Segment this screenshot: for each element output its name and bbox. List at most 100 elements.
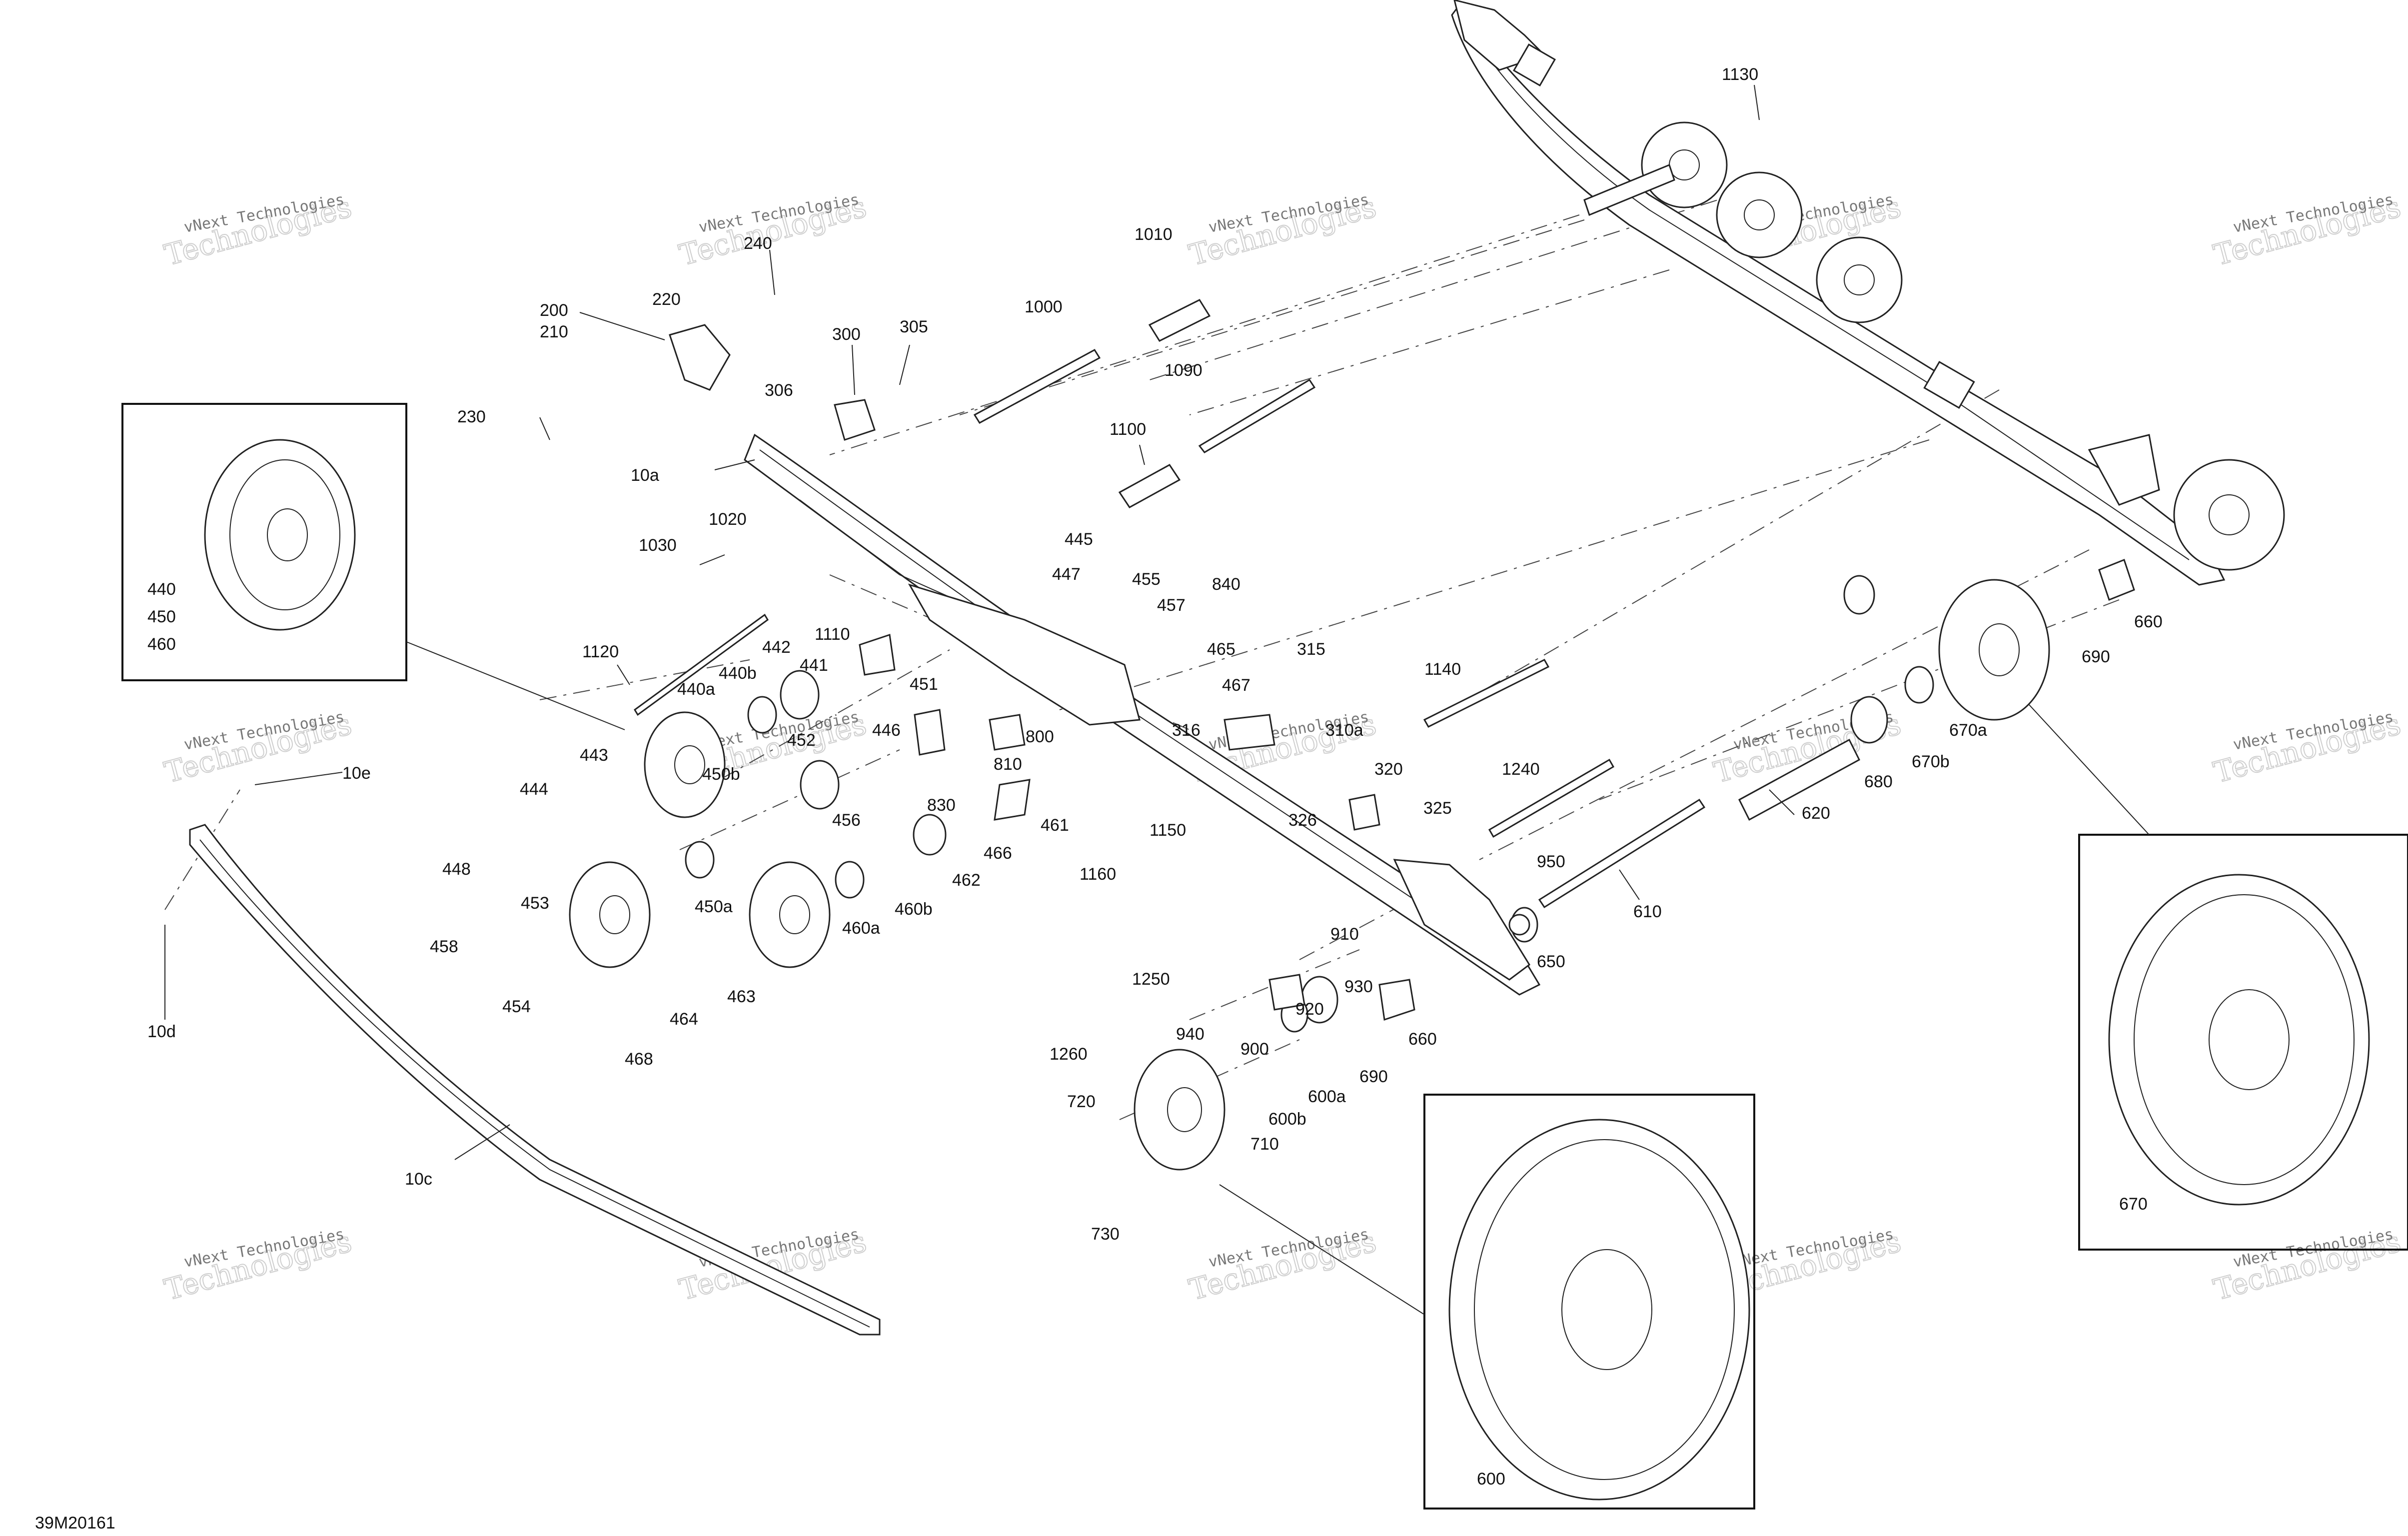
main-rail-10a	[744, 433, 1541, 996]
callout-448: 448	[442, 860, 471, 879]
callout-300: 300	[832, 325, 861, 344]
callout-450b: 450b	[702, 765, 740, 784]
callout-940: 940	[1176, 1025, 1204, 1044]
callout-620: 620	[1802, 804, 1830, 823]
inset-670-label: 670	[2119, 1195, 2148, 1214]
callout-240: 240	[744, 234, 772, 253]
leader-lines	[164, 84, 1795, 1160]
inset-600	[1219, 1094, 1755, 1510]
callout-1250: 1250	[1132, 970, 1170, 989]
inset-labels: 440 450 460 670 600	[147, 580, 2148, 1489]
callout-462: 462	[952, 871, 981, 890]
callout-730: 730	[1091, 1225, 1120, 1244]
callout-710: 710	[1250, 1135, 1279, 1154]
callout-441: 441	[800, 656, 828, 675]
callout-10a: 10a	[631, 466, 659, 485]
callout-10c: 10c	[405, 1170, 432, 1189]
wheel-460	[749, 861, 831, 968]
callout-660_upper: 660	[2134, 612, 2163, 631]
callout-800: 800	[1026, 727, 1054, 746]
callout-320: 320	[1374, 760, 1403, 779]
brackets	[669, 324, 2135, 1021]
callout-600a: 600a	[1308, 1087, 1346, 1106]
callout-445: 445	[1065, 530, 1093, 549]
wheel-440	[644, 711, 726, 818]
inset-440-label-3: 460	[147, 635, 176, 654]
inset-440-label-1: 440	[147, 580, 176, 599]
shafts	[634, 299, 1860, 909]
reference-code: 39M20161	[35, 1514, 115, 1533]
callout-1100: 1100	[1110, 420, 1146, 439]
wheel-670	[1938, 579, 2050, 721]
callout-450a: 450a	[695, 897, 733, 916]
callout-1030: 1030	[639, 536, 677, 555]
callout-610: 610	[1633, 902, 1662, 921]
callout-447: 447	[1052, 565, 1081, 584]
callout-452: 452	[787, 731, 816, 750]
callout-464: 464	[670, 1010, 698, 1029]
callout-461: 461	[1041, 816, 1069, 835]
callout-1140: 1140	[1424, 660, 1461, 679]
callout-690_upper: 690	[2082, 647, 2110, 666]
callout-10d: 10d	[147, 1022, 176, 1041]
callout-465: 465	[1207, 640, 1235, 659]
upper-rail-assembly	[1451, 0, 2285, 586]
inset-600-label: 600	[1477, 1470, 1505, 1489]
callout-920: 920	[1295, 1000, 1324, 1019]
callout-457: 457	[1157, 596, 1186, 615]
callout-810: 810	[994, 755, 1022, 774]
callout-440b: 440b	[719, 664, 757, 683]
inset-670	[2029, 704, 2408, 1251]
callout-306: 306	[765, 381, 793, 400]
callout-670b: 670b	[1912, 752, 1950, 771]
callout-456: 456	[832, 811, 861, 830]
callout-468: 468	[625, 1050, 653, 1069]
callout-446: 446	[872, 721, 901, 740]
callout-910: 910	[1330, 925, 1359, 944]
block-300	[834, 399, 876, 441]
callout-600b: 600b	[1268, 1110, 1306, 1129]
callout-458: 458	[430, 937, 458, 956]
callout-1130: 1130	[1722, 65, 1758, 84]
wheel-600	[1134, 1049, 1225, 1171]
callout-1020: 1020	[709, 510, 747, 529]
callout-466: 466	[984, 844, 1012, 863]
callout-451: 451	[910, 675, 938, 694]
callout-680: 680	[1864, 772, 1893, 791]
callout-1090: 1090	[1165, 361, 1203, 380]
callout-1260: 1260	[1050, 1045, 1088, 1064]
callout-220: 220	[652, 290, 681, 309]
callout-1160: 1160	[1080, 865, 1116, 884]
inset-440	[121, 403, 625, 730]
callout-660_lower: 660	[1408, 1030, 1437, 1049]
callout-930: 930	[1344, 977, 1373, 996]
callout-463: 463	[727, 987, 756, 1006]
callout-460a: 460a	[842, 919, 880, 938]
callout-690_lower: 690	[1359, 1067, 1388, 1086]
callout-830: 830	[927, 796, 956, 815]
callout-1150: 1150	[1150, 821, 1186, 840]
callout-1110: 1110	[815, 625, 850, 644]
callout-210: 210	[540, 322, 568, 341]
callout-720: 720	[1067, 1092, 1096, 1111]
callout-1000: 1000	[1025, 297, 1063, 316]
callout-315: 315	[1297, 640, 1325, 659]
callout-950: 950	[1537, 852, 1565, 871]
callout-1120: 1120	[582, 642, 619, 661]
callout-460b: 460b	[895, 900, 933, 919]
callout-10e: 10e	[342, 764, 371, 783]
callout-440a: 440a	[677, 680, 715, 699]
callout-1010: 1010	[1135, 225, 1173, 244]
lower-slide-10c	[189, 824, 881, 1336]
wheels	[569, 575, 2050, 1171]
callout-443: 443	[580, 746, 608, 765]
wheel-450	[569, 861, 651, 968]
bracket-200	[669, 324, 731, 391]
callout-230: 230	[457, 407, 486, 426]
callout-453: 453	[521, 894, 549, 913]
callout-900: 900	[1240, 1040, 1269, 1059]
callout-650: 650	[1537, 952, 1565, 971]
callout-467: 467	[1222, 676, 1250, 695]
callout-454: 454	[502, 997, 531, 1016]
callout-325: 325	[1423, 799, 1452, 818]
